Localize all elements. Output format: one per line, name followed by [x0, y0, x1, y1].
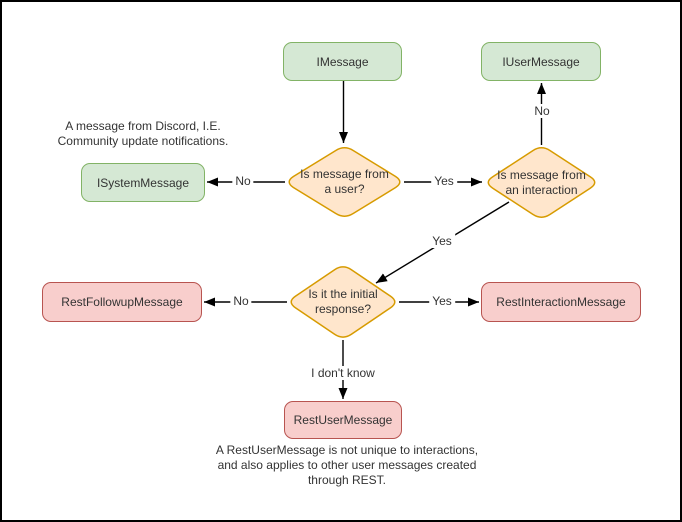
edge-label-no-to-followup: No [230, 294, 252, 308]
node-restfollowupmessage: RestFollowupMessage [42, 282, 202, 322]
node-restusermessage: RestUserMessage [284, 401, 402, 439]
node-restinteractionmessage-label: RestInteractionMessage [496, 295, 626, 309]
edge-label-yes-to-initial: Yes [429, 234, 455, 248]
decision-is-from-user-shape [288, 147, 401, 217]
system-message-note: A message from Discord, I.E. Community u… [57, 119, 229, 148]
node-restusermessage-label: RestUserMessage [293, 413, 393, 427]
decision-is-initial-response-shape [290, 266, 396, 338]
node-imessage-label: IMessage [316, 54, 369, 69]
rest-user-message-note: A RestUserMessage is not unique to inter… [215, 443, 479, 487]
edge-label-yes-to-interaction: Yes [431, 174, 457, 188]
node-restfollowupmessage-label: RestFollowupMessage [61, 295, 183, 309]
edge-label-yes-to-interactionmessage: Yes [429, 294, 455, 308]
node-imessage: IMessage [283, 42, 402, 81]
edge-label-no-to-system: No [232, 174, 254, 188]
node-restinteractionmessage: RestInteractionMessage [481, 282, 641, 322]
node-isystemmessage: ISystemMessage [81, 163, 205, 202]
edge-label-no-to-usermessage: No [531, 104, 553, 118]
decision-is-from-interaction-shape [487, 147, 596, 218]
edge-label-dont-know: I don't know [308, 366, 378, 380]
node-isystemmessage-label: ISystemMessage [96, 175, 190, 190]
node-iusermessage-label: IUserMessage [502, 54, 580, 69]
node-iusermessage: IUserMessage [481, 42, 601, 81]
